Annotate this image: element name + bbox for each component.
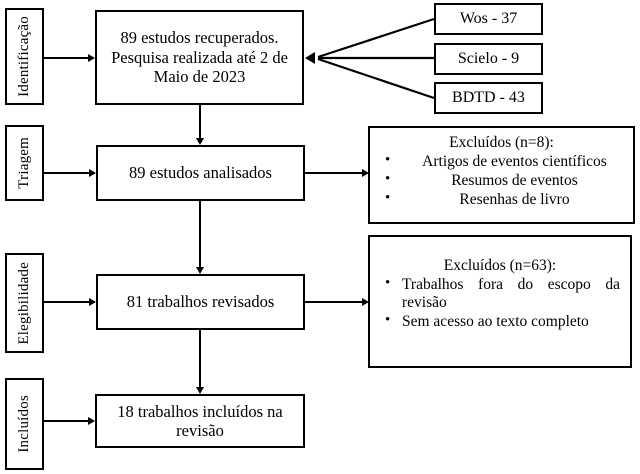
connector-elegibilidade-to-reviewed bbox=[44, 301, 89, 303]
arrowhead-sources-to-retrieved bbox=[305, 52, 315, 64]
connector-screened-to-reviewed bbox=[199, 201, 201, 267]
included-line-1: 18 trabalhos incluídos na bbox=[117, 401, 283, 421]
arrowhead-screened-to-excluded-n8 bbox=[362, 168, 369, 177]
box-source-wos: Wos - 37 bbox=[434, 3, 543, 35]
excluded-n63-item-2: Sem acesso ao texto completo bbox=[376, 312, 624, 331]
box-excluded-n8-title: Excluídos (n=8): bbox=[449, 134, 554, 151]
box-excluded-n63-list: Trabalhos fora do escopo da revisão Sem … bbox=[376, 275, 624, 331]
stage-label-incluidos: Incluídos bbox=[15, 395, 32, 453]
box-excluded-n63-title: Excluídos (n=63): bbox=[443, 257, 557, 274]
retrieved-line-2: Pesquisa realizada até 2 de bbox=[111, 47, 288, 67]
stage-box-triagem: Triagem bbox=[5, 125, 44, 201]
box-studies-retrieved-text: 89 estudos recuperados. Pesquisa realiza… bbox=[111, 28, 288, 86]
box-works-included-text: 18 trabalhos incluídos na revisão bbox=[117, 402, 282, 441]
connector-wos-to-retrieved bbox=[317, 17, 435, 59]
arrowhead-identificacao-to-retrieved bbox=[88, 53, 95, 62]
connector-identificacao-to-retrieved bbox=[44, 57, 88, 59]
arrowhead-elegibilidade-to-reviewed bbox=[89, 297, 96, 306]
box-studies-screened-text: 89 estudos analisados bbox=[129, 163, 272, 183]
stage-box-incluidos: Incluídos bbox=[5, 378, 44, 470]
arrowhead-incluidos-to-included bbox=[88, 416, 95, 425]
retrieved-line-3: Maio de 2023 bbox=[153, 67, 246, 87]
connector-bdtd-to-retrieved bbox=[317, 57, 435, 100]
box-source-scielo-label: Scielo - 9 bbox=[457, 49, 520, 67]
stage-label-triagem: Triagem bbox=[15, 137, 32, 189]
stage-label-identificacao: Identificação bbox=[15, 16, 32, 97]
stage-label-elegibilidade: Elegibilidade bbox=[15, 261, 32, 345]
box-source-bdtd-label: BDTD - 43 bbox=[452, 88, 525, 106]
arrowhead-reviewed-to-included bbox=[195, 387, 204, 394]
box-excluded-n63: Excluídos (n=63): Trabalhos fora do esco… bbox=[368, 235, 632, 368]
connector-triagem-to-screened bbox=[44, 172, 89, 174]
box-studies-screened: 89 estudos analisados bbox=[96, 145, 305, 201]
included-line-2: revisão bbox=[176, 421, 224, 440]
box-works-reviewed: 81 trabalhos revisados bbox=[96, 274, 305, 330]
box-works-reviewed-text: 81 trabalhos revisados bbox=[126, 292, 275, 312]
excluded-n8-item-3: Resenhas de livro bbox=[376, 190, 627, 209]
arrowhead-retrieved-to-screened bbox=[195, 138, 204, 145]
connector-incluidos-to-included bbox=[44, 420, 88, 422]
box-excluded-n8-list: Artigos de eventos científicos Resumos d… bbox=[376, 152, 627, 209]
excluded-n8-item-2: Resumos de eventos bbox=[376, 171, 627, 190]
excluded-n8-item-1: Artigos de eventos científicos bbox=[376, 152, 627, 171]
box-source-scielo: Scielo - 9 bbox=[434, 43, 543, 75]
retrieved-line-1: 89 estudos recuperados. bbox=[120, 28, 279, 48]
stage-box-elegibilidade: Elegibilidade bbox=[5, 253, 44, 353]
box-excluded-n8: Excluídos (n=8): Artigos de eventos cien… bbox=[368, 126, 635, 224]
connector-reviewed-to-included bbox=[199, 330, 201, 387]
excluded-n63-item-1: Trabalhos fora do escopo da revisão bbox=[376, 275, 624, 312]
box-works-included: 18 trabalhos incluídos na revisão bbox=[95, 394, 305, 448]
connector-retrieved-to-screened bbox=[199, 105, 201, 138]
stage-box-identificacao: Identificação bbox=[5, 8, 44, 105]
box-studies-retrieved: 89 estudos recuperados. Pesquisa realiza… bbox=[95, 10, 304, 105]
connector-reviewed-to-excluded-n63 bbox=[305, 301, 362, 303]
connector-screened-to-excluded-n8 bbox=[305, 172, 362, 174]
box-source-wos-label: Wos - 37 bbox=[459, 9, 518, 27]
box-source-bdtd: BDTD - 43 bbox=[434, 82, 543, 114]
arrowhead-triagem-to-screened bbox=[89, 168, 96, 177]
arrowhead-screened-to-reviewed bbox=[195, 267, 204, 274]
arrowhead-reviewed-to-excluded-n63 bbox=[362, 297, 369, 306]
